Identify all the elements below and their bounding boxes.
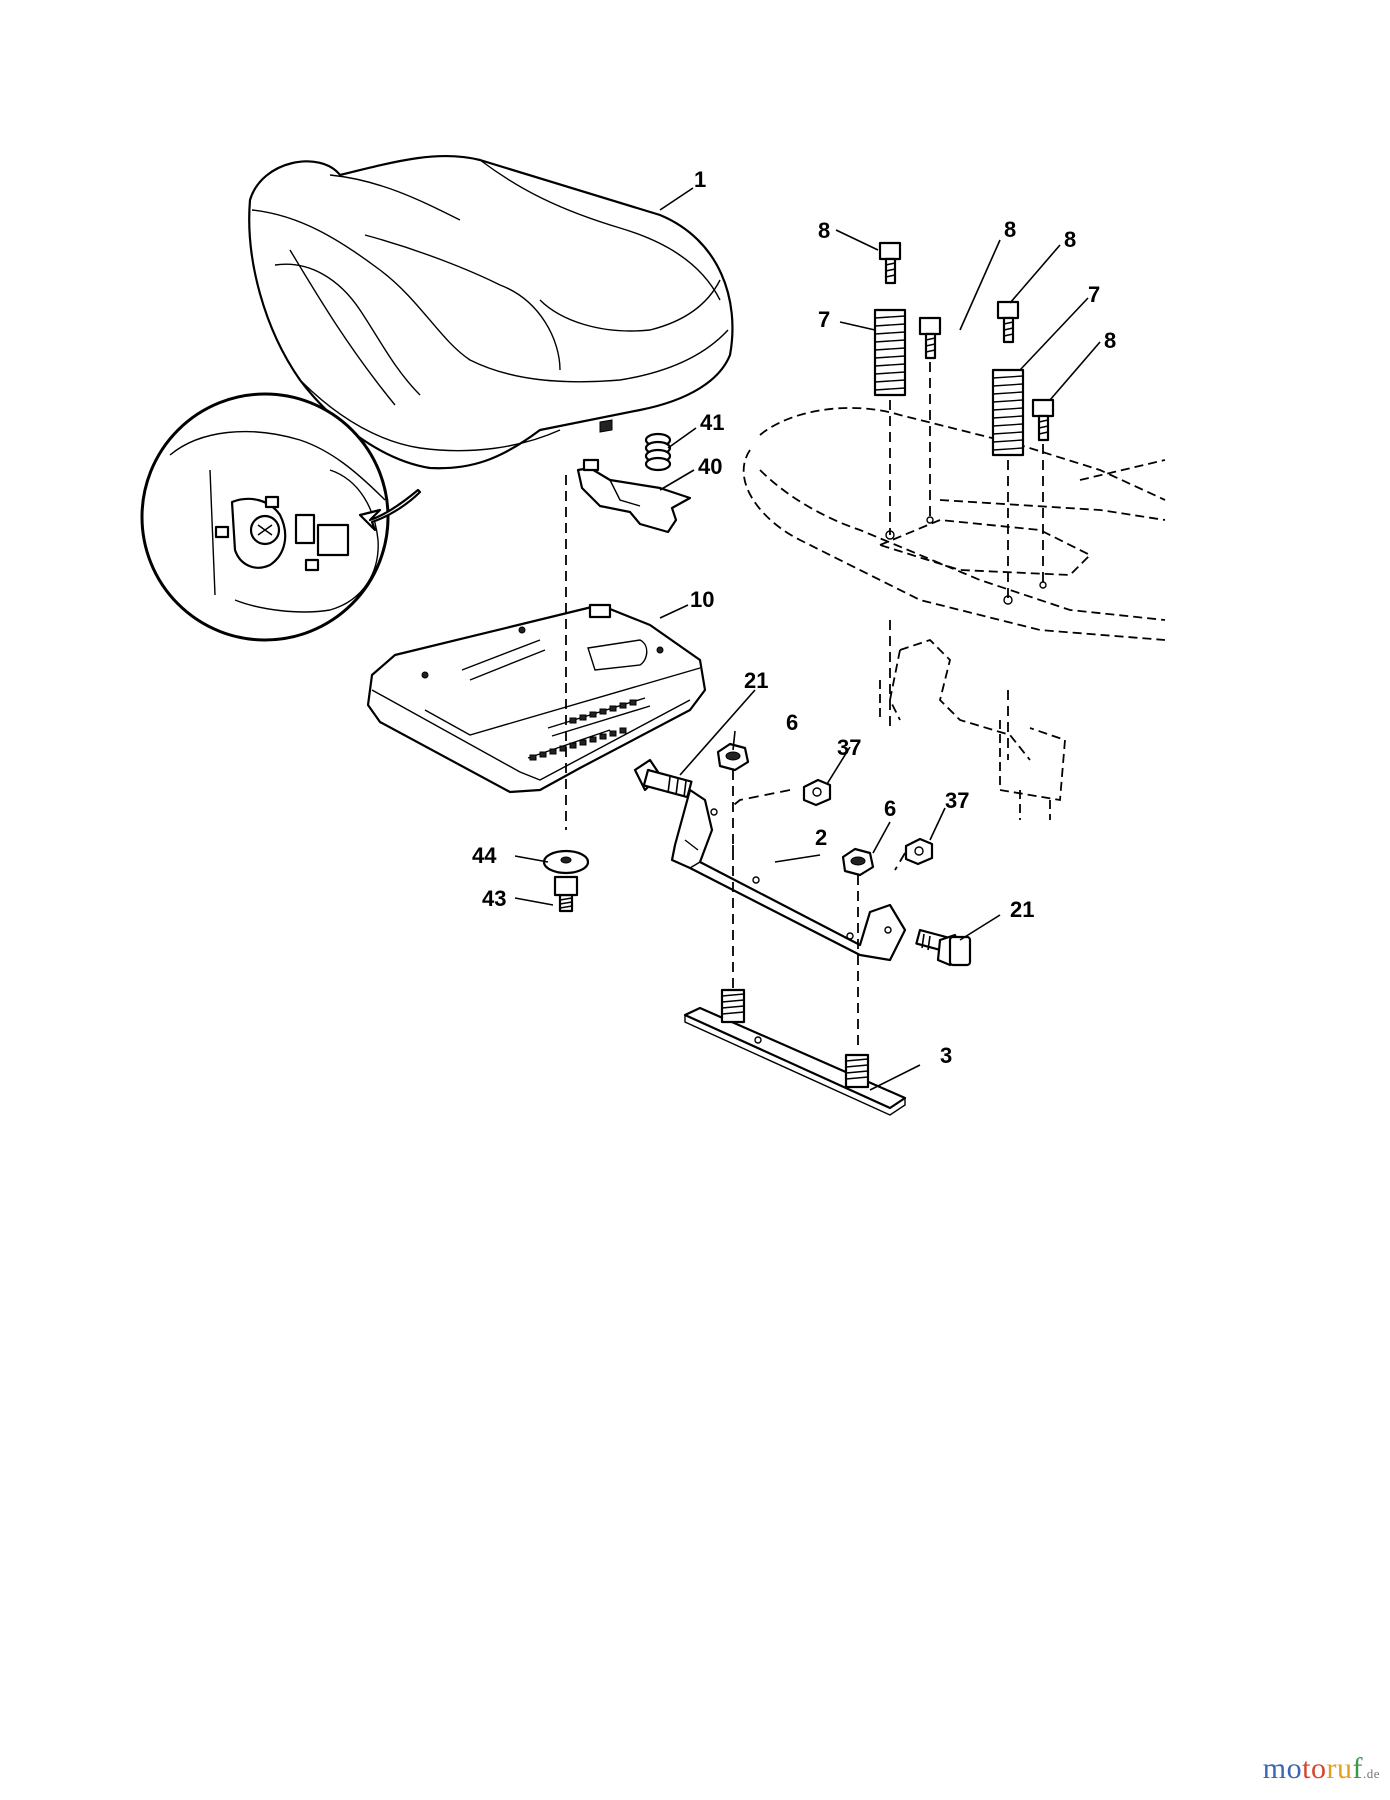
shoulder-bolt-right xyxy=(915,928,972,967)
callout-40: 40 xyxy=(698,454,722,479)
callout-37a: 37 xyxy=(837,735,861,760)
bolt-c xyxy=(996,300,1020,344)
callout-labels: 1 8 8 8 7 7 8 41 40 10 21 6 37 6 37 2 21… xyxy=(472,167,1116,1068)
watermark-tld: .de xyxy=(1362,1766,1380,1781)
callout-44: 44 xyxy=(472,843,497,868)
callout-6b: 6 xyxy=(884,796,896,821)
centerline-nut-left xyxy=(729,789,791,809)
bolt-a xyxy=(878,241,902,285)
callout-10: 10 xyxy=(690,587,714,612)
callout-37b: 37 xyxy=(945,788,969,813)
centerline-nut-right xyxy=(894,852,906,871)
watermark-part-2: to xyxy=(1302,1752,1327,1785)
callout-8d: 8 xyxy=(1104,328,1116,353)
callout-21b: 21 xyxy=(1010,897,1034,922)
watermark-part-1: mo xyxy=(1262,1752,1303,1785)
callout-21a: 21 xyxy=(744,668,768,693)
callout-3: 3 xyxy=(940,1043,952,1068)
leader-lines xyxy=(514,187,1101,1091)
callout-6a: 6 xyxy=(786,710,798,735)
callout-41: 41 xyxy=(700,410,724,435)
bolt-b xyxy=(918,316,942,360)
callout-2: 2 xyxy=(815,825,827,850)
callout-7b: 7 xyxy=(1088,282,1100,307)
bolt-d xyxy=(1031,398,1055,442)
callout-43: 43 xyxy=(482,886,506,911)
callout-8c: 8 xyxy=(1064,227,1076,252)
plate xyxy=(683,988,907,1116)
nut-left xyxy=(802,778,832,807)
seat-pan xyxy=(366,603,707,794)
lock-nut-right xyxy=(841,847,875,877)
bracket xyxy=(670,788,907,962)
spring-left xyxy=(873,308,907,397)
watermark-part-3: ru xyxy=(1326,1752,1353,1785)
nut-right xyxy=(904,837,934,866)
seat xyxy=(248,154,734,470)
spring-right xyxy=(991,368,1025,457)
shoulder-bolt-left xyxy=(633,758,693,799)
washer xyxy=(542,849,590,875)
switch-bracket xyxy=(576,458,692,534)
lock-nut-left xyxy=(716,742,750,772)
watermark-part-4: f xyxy=(1352,1752,1363,1785)
compression-spring xyxy=(644,432,672,472)
watermark-logo: motoruf.de xyxy=(1263,1752,1380,1786)
frame-outline xyxy=(742,407,1166,820)
callout-1: 1 xyxy=(694,167,706,192)
callout-8a: 8 xyxy=(818,218,830,243)
callout-8b: 8 xyxy=(1004,217,1016,242)
switch-detail-inset xyxy=(140,392,422,642)
seat-pan-slots xyxy=(529,699,637,761)
small-bolt xyxy=(553,875,579,913)
callout-7a: 7 xyxy=(818,307,830,332)
